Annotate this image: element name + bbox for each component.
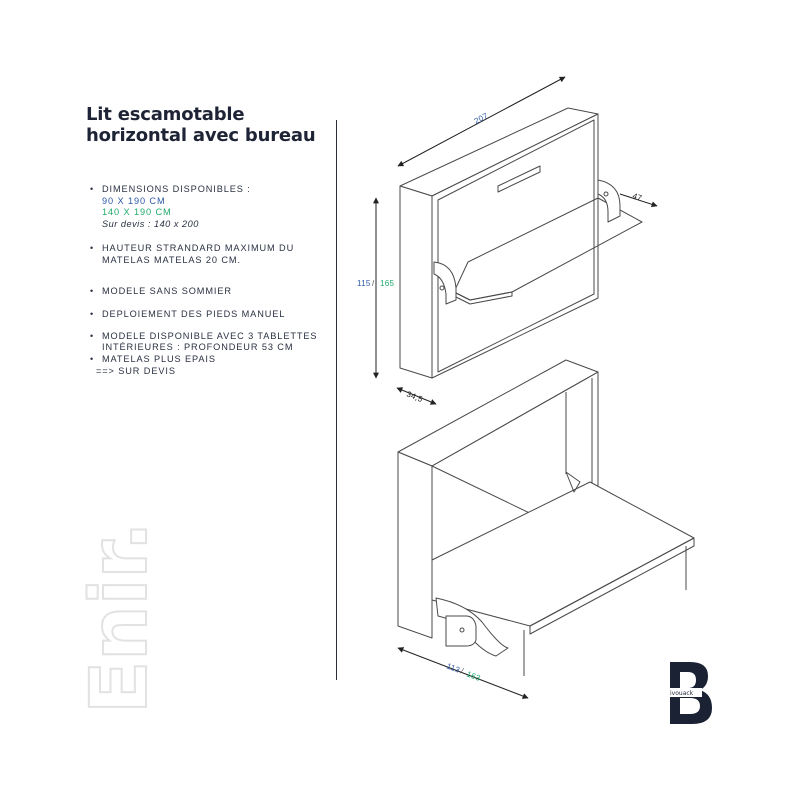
- brand-name-text: Enir.: [75, 521, 165, 714]
- open-dimensions: 113 / 163: [397, 647, 529, 699]
- height-label-green: 165: [380, 279, 394, 288]
- spec-no-base-text: MODELE SANS SOMMIER: [102, 286, 232, 297]
- spec-thicker-text: MATELAS PLUS EPAIS: [102, 354, 216, 365]
- page-title: Lit escamotable horizontal avec bureau: [86, 104, 316, 146]
- spec-size-140: 140 X 190 CM: [102, 207, 172, 218]
- spec-shelves-line2: INTÉRIEURES : PROFONDEUR 53 CM: [102, 342, 294, 353]
- spec-size-90: 90 X 190 CM: [102, 195, 166, 206]
- closed-cabinet-drawing: [399, 107, 643, 379]
- spec-item-shelves: MODELE DISPONIBLE AVEC 3 TABLETTES INTÉR…: [90, 331, 340, 354]
- spec-size-quote: Sur devis : 140 x 200: [102, 219, 199, 230]
- spec-item-thicker-mattress: MATELAS PLUS EPAIS: [90, 354, 340, 366]
- spec-item-dimensions: DIMENSIONS DISPONIBLES : 90 X 190 CM 140…: [90, 184, 340, 231]
- spec-quote-note-text: ==> SUR DEVIS: [96, 365, 176, 376]
- cabinet-depth-label: 34,5: [405, 390, 424, 405]
- spec-mattress-line1: HAUTEUR STRANDARD MAXIMUM DU: [102, 242, 295, 253]
- brand-logo: ivouack: [668, 662, 712, 724]
- bed-technical-drawing: 207 115 / 165 47 34,5 113 / 163: [357, 76, 695, 699]
- spec-item-no-base: MODELE SANS SOMMIER: [90, 286, 340, 298]
- logo-caption: ivouack: [670, 690, 694, 697]
- spec-shelves-line1: MODELE DISPONIBLE AVEC 3 TABLETTES: [102, 330, 318, 341]
- width-label: 207: [473, 111, 490, 126]
- open-bed-drawing: [397, 359, 695, 676]
- spec-dimensions-label: DIMENSIONS DISPONIBLES :: [102, 184, 251, 194]
- spec-list: DIMENSIONS DISPONIBLES : 90 X 190 CM 140…: [90, 184, 340, 377]
- spec-item-mattress-height: HAUTEUR STRANDARD MAXIMUM DU MATELAS MAT…: [90, 243, 340, 266]
- height-label-sep: /: [372, 279, 375, 288]
- brand-wordmark-outline: Enir.: [74, 520, 166, 715]
- vertical-divider: [336, 120, 338, 680]
- open-depth-label-green: 163: [465, 669, 482, 683]
- spec-feet-text: DEPLOIEMENT DES PIEDS MANUEL: [102, 308, 286, 319]
- open-depth-label-sep: /: [459, 666, 465, 675]
- spec-item-quote-note: ==> SUR DEVIS: [90, 366, 340, 378]
- spec-mattress-line2: MATELAS MATELAS 20 CM.: [102, 254, 241, 265]
- height-label-blue: 115: [357, 279, 371, 288]
- spec-item-feet: DEPLOIEMENT DES PIEDS MANUEL: [90, 309, 340, 321]
- desk-depth-label: 47: [631, 191, 643, 203]
